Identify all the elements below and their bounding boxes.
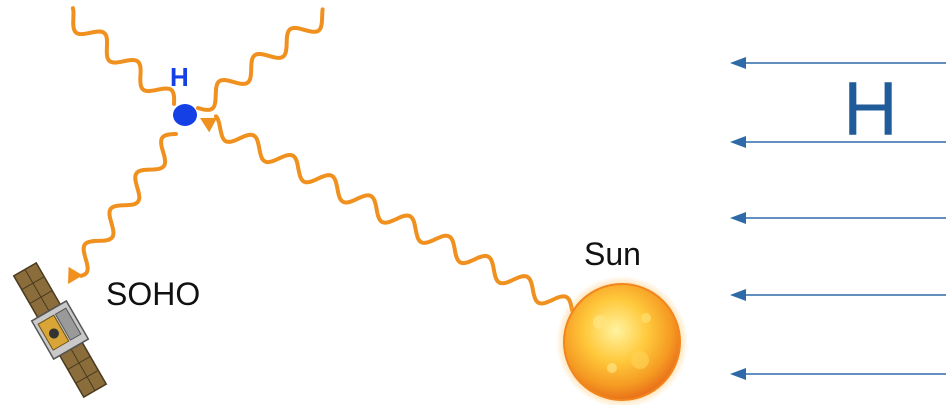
photon-paths bbox=[70, 6, 574, 312]
photon-arrowheads bbox=[68, 117, 218, 284]
photon-h-scatter-upper-left bbox=[70, 6, 177, 106]
photon-sun-to-h bbox=[214, 114, 574, 312]
hydrogen-flow-arrows bbox=[730, 57, 946, 380]
soho-label: SOHO bbox=[106, 276, 200, 312]
flow-arrow bbox=[730, 136, 946, 148]
flow-arrow bbox=[730, 368, 946, 380]
flow-arrow bbox=[730, 212, 946, 224]
sun-icon bbox=[556, 276, 688, 405]
hydrogen-flow-label: H bbox=[843, 67, 898, 152]
photon-arrowhead bbox=[68, 266, 83, 284]
photon-h-scatter-upper-right bbox=[196, 7, 325, 112]
flow-arrow bbox=[730, 57, 946, 69]
flow-arrow bbox=[730, 289, 946, 301]
photon-h-to-soho bbox=[79, 132, 178, 278]
hydrogen-atom-dot bbox=[173, 104, 197, 126]
hydrogen-atom-label: H bbox=[170, 62, 189, 92]
soho-satellite-icon bbox=[12, 261, 108, 399]
sun-label: Sun bbox=[584, 236, 641, 272]
photon-arrowhead bbox=[200, 117, 218, 133]
